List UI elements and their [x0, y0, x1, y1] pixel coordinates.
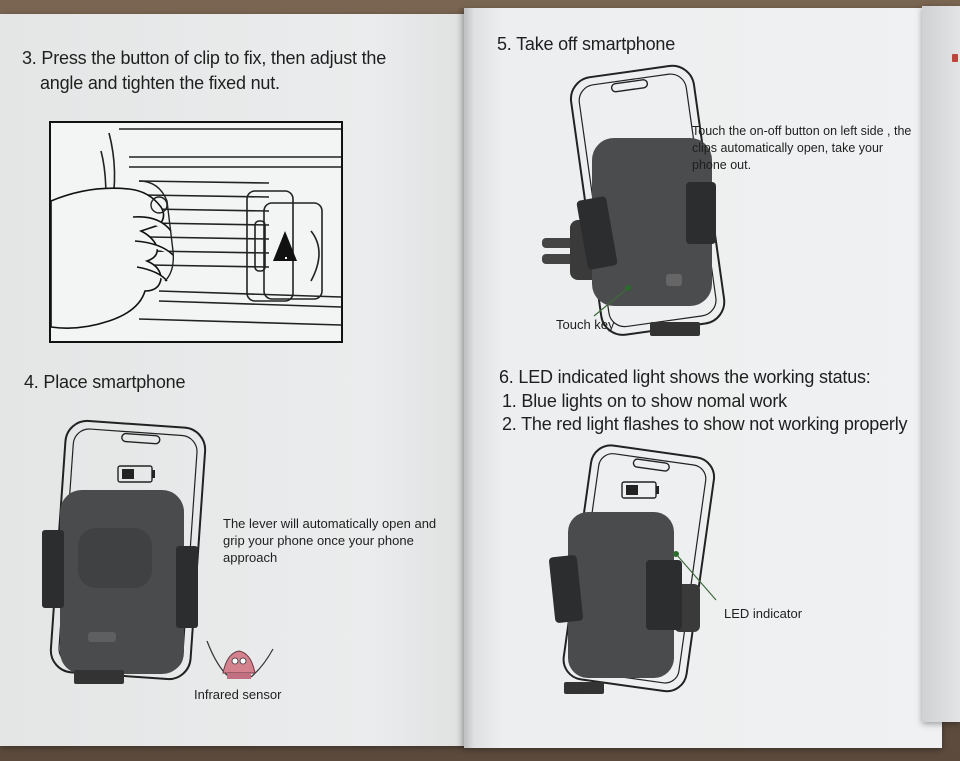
step3-instruction-line2: angle and tighten the fixed nut.	[40, 73, 280, 93]
step4-heading: 4. Place smartphone	[24, 372, 186, 392]
step6-item-red: 2. The red light flashes to show not wor…	[502, 414, 908, 434]
step5-heading: 5. Take off smartphone	[497, 34, 676, 54]
step4-lever-note: The lever will automatically open and gr…	[223, 516, 437, 565]
touch-key-label: Touch key	[556, 317, 615, 332]
manual-page-right	[464, 8, 942, 748]
led-indicator-illustration	[549, 444, 717, 694]
step6-heading: 6. LED indicated light shows the working…	[499, 367, 871, 387]
manual-page-edge	[922, 6, 960, 722]
step5-note: Touch the on-off button on left side , t…	[692, 124, 912, 172]
page-edge-mark	[952, 54, 958, 62]
page-fold-shadow	[456, 8, 474, 748]
infrared-sensor-label: Infrared sensor	[194, 687, 282, 702]
step6-item-blue: 1. Blue lights on to show nomal work	[502, 391, 787, 411]
place-phone-illustration	[42, 419, 207, 684]
vent-clip-illustration	[49, 121, 343, 343]
infrared-sensor-icon	[206, 640, 274, 679]
led-indicator-label: LED indicator	[724, 606, 803, 621]
step3-instruction-line1: 3. Press the button of clip to fix, then…	[22, 48, 387, 68]
take-off-phone-illustration	[542, 64, 726, 336]
